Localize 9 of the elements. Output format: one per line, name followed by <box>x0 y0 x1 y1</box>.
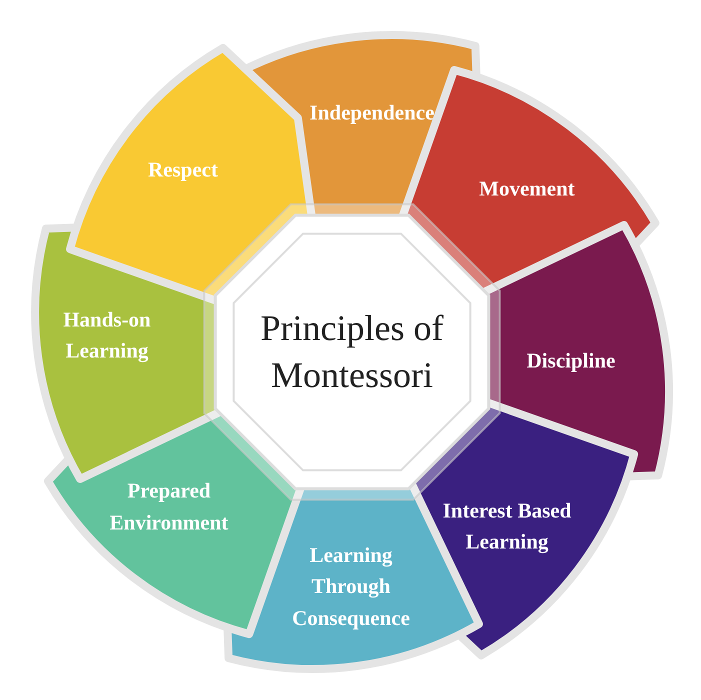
petal-label: Respect <box>146 156 219 184</box>
petal-label: Learning Through Consequence <box>291 542 411 632</box>
petal-label: Prepared Environment <box>108 478 230 536</box>
petal-label: Movement <box>478 175 576 202</box>
petal-label: Discipline <box>526 347 616 374</box>
petal-label: Interest Based Learning <box>442 497 572 556</box>
petal-label: Independence <box>308 99 436 126</box>
petal-label: Hands-on Learning <box>62 306 152 365</box>
center-title: Principles of Montessori <box>260 307 444 397</box>
